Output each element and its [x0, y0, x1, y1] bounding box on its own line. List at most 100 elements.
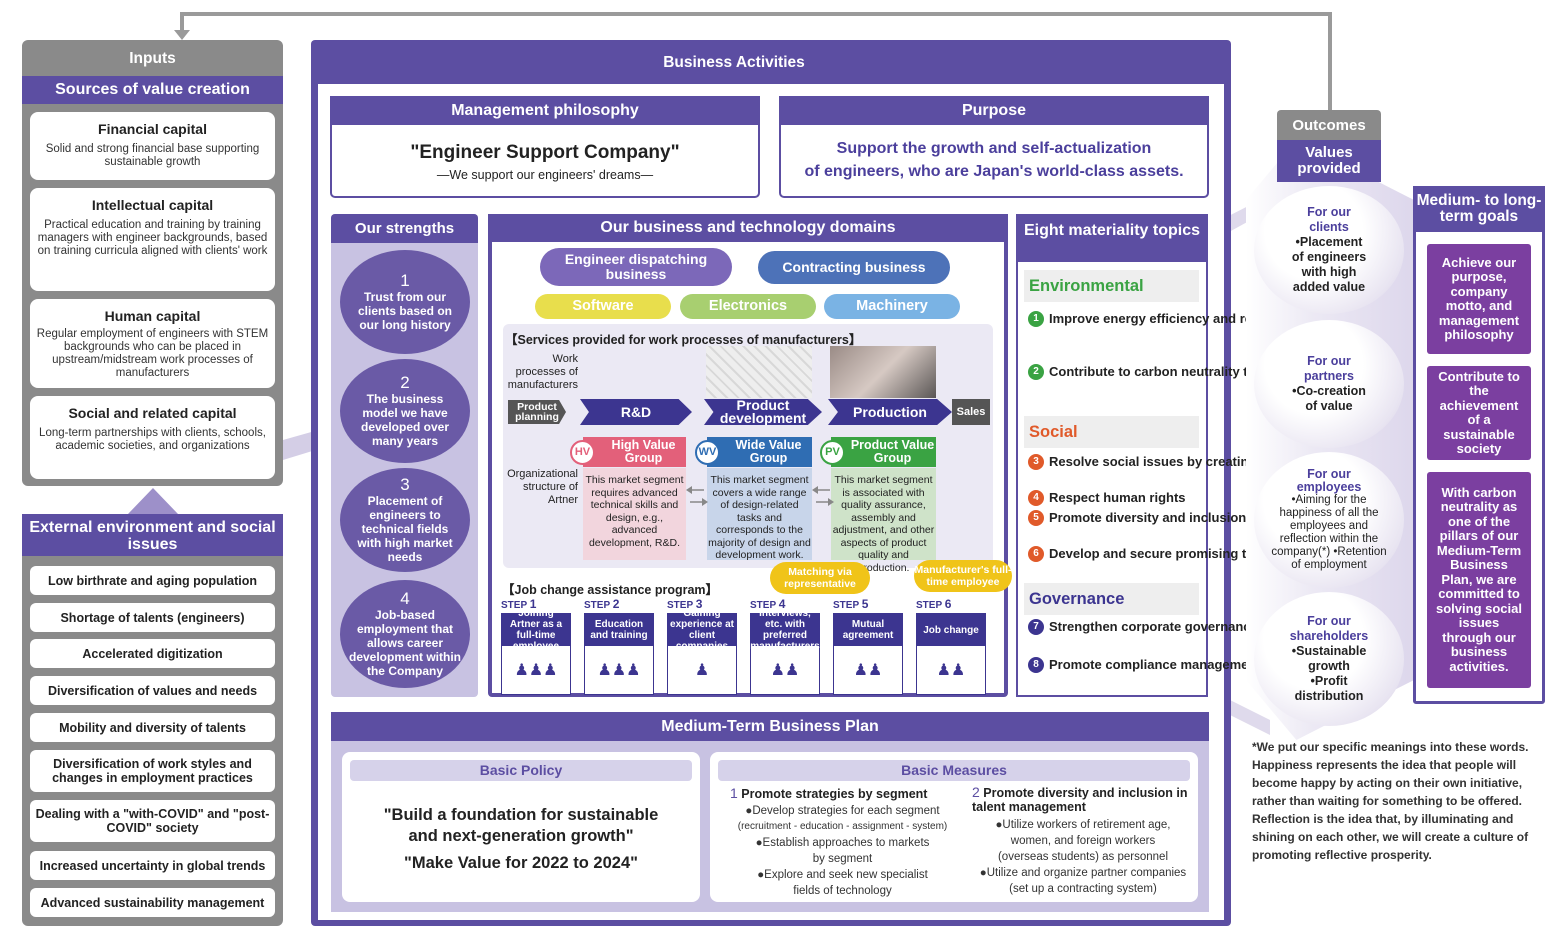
- measure-1: 1 Promote strategies by segment ●Develop…: [730, 785, 948, 897]
- goal-2: Contribute to the achievement of a susta…: [1427, 366, 1531, 460]
- measures-title: Basic Measures: [718, 760, 1190, 781]
- business-header: Business Activities: [663, 54, 805, 71]
- external-item: Dealing with a "with-COVID" and "post-CO…: [30, 800, 275, 842]
- people-icon: ♟♟♟: [514, 662, 558, 679]
- policy-line-1: "Build a foundation for sustainable: [383, 806, 659, 824]
- footnote: *We put our specific meanings into these…: [1252, 740, 1529, 862]
- worker-icon: ♟: [694, 662, 710, 679]
- rd-photo: [582, 346, 688, 398]
- external-item: Low birthrate and aging population: [30, 566, 275, 595]
- sphere-clients: For our clients•Placement of engineers w…: [1254, 186, 1404, 314]
- external-item: Mobility and diversity of talents: [30, 713, 275, 742]
- external-title: External environment and social issues: [22, 514, 283, 556]
- wv-badge: WV: [695, 440, 720, 465]
- policy-line-3: "Make Value for 2022 to 2024": [404, 854, 638, 872]
- pv-desc: This market segment is associated with q…: [831, 468, 936, 574]
- tech-machinery: Machinery: [824, 294, 960, 319]
- wv-name: Wide Value Group: [707, 437, 812, 467]
- biz-contracting: Contracting business: [758, 251, 950, 284]
- group-arrows: [686, 486, 834, 506]
- philosophy-title: Management philosophy: [330, 96, 760, 125]
- work-label: Work processes of manufacturers: [507, 353, 578, 391]
- external-item: Diversification of values and needs: [30, 676, 275, 705]
- sphere-partners: For our partners•Co-creation of value: [1254, 320, 1404, 448]
- strengths-title: Our strengths: [331, 214, 478, 243]
- sphere-shareholders: For our shareholders•Sustainable growth …: [1254, 592, 1404, 726]
- sales-step: Sales: [952, 399, 990, 425]
- interview-icon: ♟♟: [770, 662, 800, 679]
- handshake-icon: ♟♟: [936, 662, 966, 679]
- org-label: Organizational structure of Artner: [507, 468, 578, 506]
- hv-desc: This market segment requires advanced te…: [583, 468, 686, 560]
- values-provided: Values provided: [1277, 140, 1381, 182]
- external-item: Accelerated digitization: [30, 639, 275, 668]
- process-development: Product development: [704, 399, 822, 425]
- product-planning-step: Product planning: [508, 400, 566, 424]
- services-title: 【Services provided for work processes of…: [505, 333, 862, 347]
- external-item: Diversification of work styles and chang…: [30, 750, 275, 792]
- philosophy-sub: —We support our engineers' dreams—: [436, 168, 654, 182]
- sources-title: Sources of value creation: [22, 76, 283, 104]
- production-photo: [830, 346, 936, 398]
- training-icon: ♟♟♟: [597, 662, 641, 679]
- pv-badge: PV: [820, 440, 845, 465]
- hv-name: High Value Group: [583, 437, 686, 467]
- sphere-employees: For our employees•Aiming for the happine…: [1254, 452, 1404, 588]
- process-rd: R&D: [580, 399, 692, 425]
- plan-title: Medium-Term Business Plan: [331, 712, 1209, 741]
- wv-desc: This market segment covers a wide range …: [707, 468, 812, 561]
- goal-1: Achieve our purpose, company motto, and …: [1427, 244, 1531, 354]
- goals-header: Medium- to long-term goals: [1413, 186, 1545, 232]
- hv-badge: HV: [570, 440, 595, 465]
- biz-dispatching: Engineer dispatching business: [540, 248, 732, 286]
- purpose-title: Purpose: [779, 96, 1209, 125]
- gov-title: Governance: [1024, 583, 1199, 615]
- external-item: Advanced sustainability management: [30, 888, 275, 917]
- goal-3: With carbon neutrality as one of the pil…: [1427, 472, 1531, 688]
- process-production: Production: [828, 399, 952, 425]
- pv-name: Product Value Group: [831, 437, 936, 467]
- env-title: Environmental: [1024, 270, 1199, 302]
- materiality-title: Eight materiality topics: [1016, 214, 1208, 262]
- tech-software: Software: [535, 294, 671, 319]
- outcomes-header: Outcomes: [1277, 110, 1381, 140]
- policy-title: Basic Policy: [350, 760, 692, 781]
- tech-electronics: Electronics: [680, 294, 816, 319]
- external-item: Increased uncertainty in global trends: [30, 851, 275, 880]
- inputs-header: Inputs: [129, 50, 176, 67]
- job-title: 【Job change assistance program】: [502, 583, 719, 597]
- purpose-text-2: of engineers, who are Japan's world-clas…: [804, 163, 1184, 180]
- up-arrow-icon: [128, 488, 178, 514]
- measure-2: 2 Promote diversity and inclusion in tal…: [972, 784, 1188, 895]
- purpose-text-1: Support the growth and self-actualizatio…: [836, 140, 1152, 157]
- policy-line-2: and next-generation growth": [408, 827, 634, 845]
- domains-title: Our business and technology domains: [488, 214, 1008, 242]
- social-title: Social: [1024, 416, 1199, 448]
- development-photo: [706, 346, 812, 398]
- bubble-matching: Matching via representative: [770, 562, 870, 594]
- agreement-icon: ♟♟: [853, 662, 883, 679]
- external-item: Shortage of talents (engineers): [30, 603, 275, 632]
- philosophy-main: "Engineer Support Company": [410, 142, 680, 163]
- bubble-fulltime: Manufacturer's full-time employee: [914, 560, 1012, 592]
